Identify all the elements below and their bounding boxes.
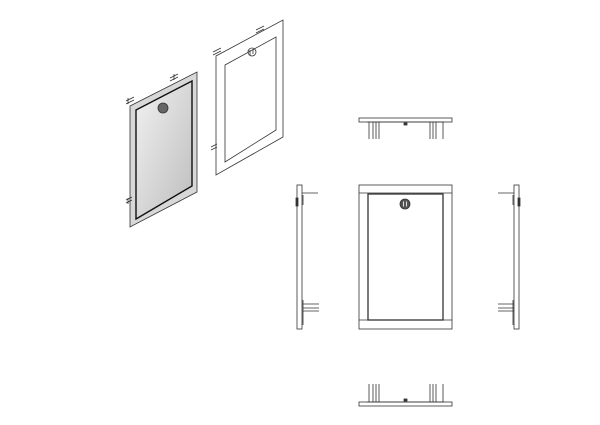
lock-icon xyxy=(247,47,257,57)
right-side-view xyxy=(498,184,521,330)
left-side-view xyxy=(295,184,319,330)
lock-icon xyxy=(399,198,411,210)
bottom-view xyxy=(358,384,453,407)
lock-icon xyxy=(157,102,169,114)
front-view xyxy=(358,184,453,330)
isometric-front-frame xyxy=(210,19,284,176)
mounting-tabs xyxy=(125,73,179,204)
isometric-back-box xyxy=(125,71,198,228)
top-view xyxy=(358,117,453,139)
